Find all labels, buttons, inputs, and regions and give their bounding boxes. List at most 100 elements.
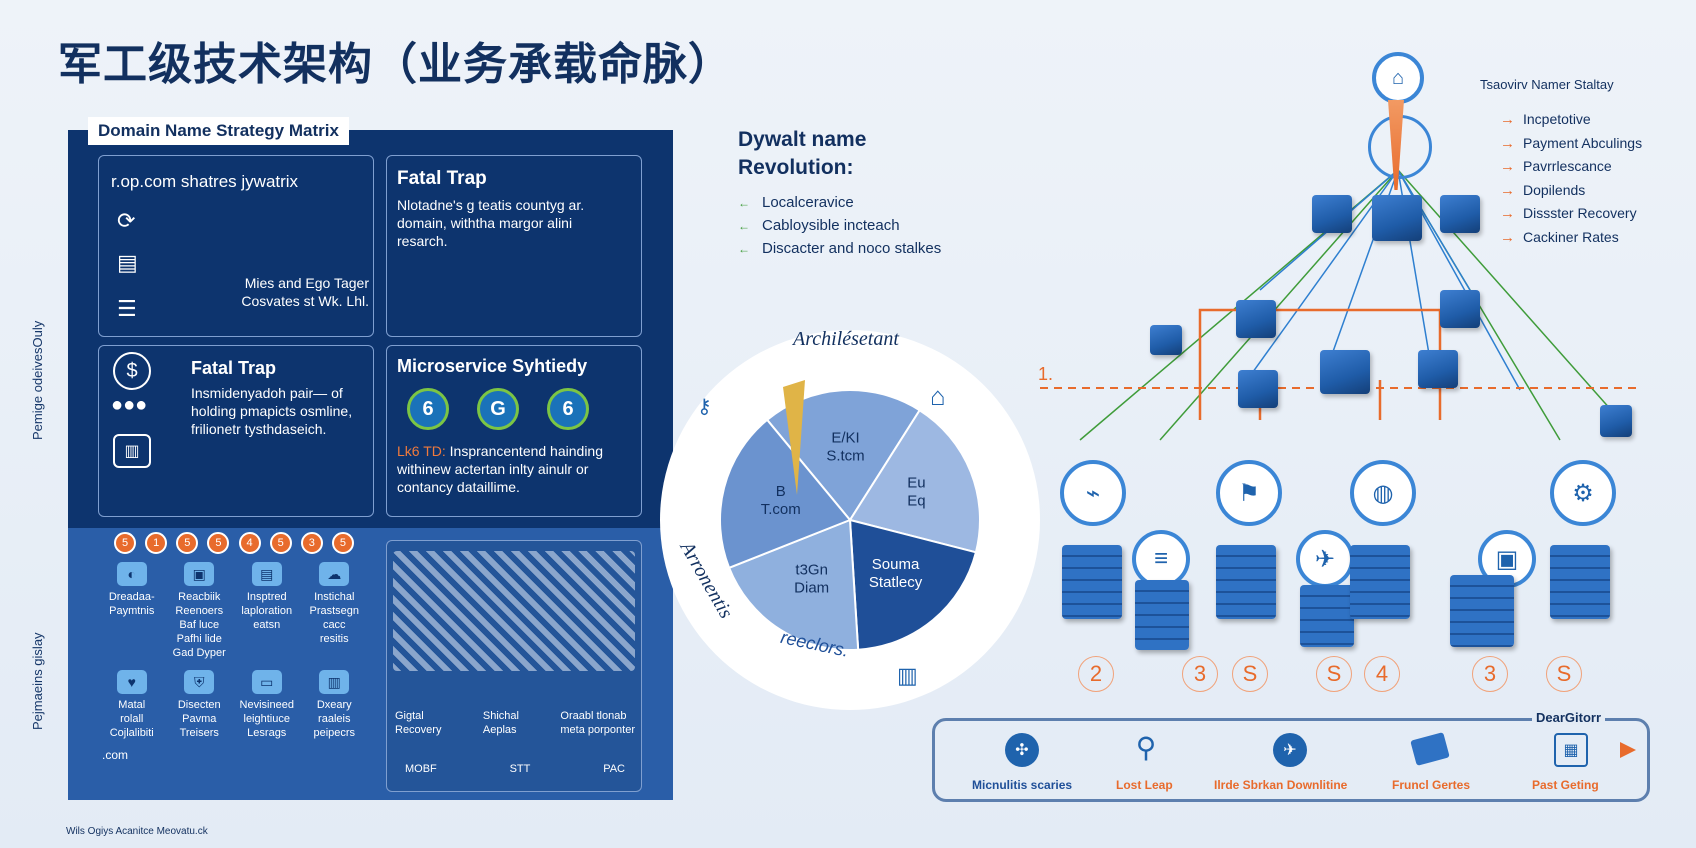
arrow-right-icon: → (1500, 158, 1515, 175)
list-icon: ≡ (1132, 530, 1190, 588)
number-dot: 3 (300, 532, 323, 554)
corner-number: 1. (1038, 364, 1053, 384)
badge-1: 6 (407, 388, 449, 430)
bar-chart-icon: ▥ (897, 663, 918, 688)
matrix-title: Domain Name Strategy Matrix (88, 117, 349, 145)
core-cube (1372, 195, 1422, 241)
cube (1440, 195, 1480, 233)
badge-2: G (477, 388, 519, 430)
server-rack (1135, 580, 1189, 650)
tag: STT (509, 763, 531, 775)
bird-icon: ✈ (1273, 733, 1307, 767)
pipeline-arrow-icon (1620, 742, 1636, 758)
step-number: S (1316, 656, 1352, 692)
grid-item: ▤ Insptred laploration eatsn (233, 562, 301, 660)
pipeline-step-label: Ilrde Sbrkan Downlitine (1214, 778, 1348, 792)
list-item: Dissster Recovery (1523, 205, 1637, 221)
matrix-top-section (68, 130, 673, 528)
cube (1320, 350, 1370, 394)
list-item: Pavrrlescance (1523, 158, 1612, 174)
card-heading: Fatal Trap (397, 168, 487, 189)
cloud-icon: ☁ (319, 562, 350, 586)
monitor-icon: ▭ (251, 670, 282, 694)
bird-icon: ✈ (1296, 530, 1354, 588)
heart-icon: ♥ (116, 670, 147, 694)
grid-item: ▣Reacbiik Reenoers Baf luce Pafhi lide G… (166, 562, 234, 660)
grid-item-label: Reacbiik Reenoers Baf luce Pafhi lide Ga… (172, 591, 226, 659)
flag-icon: ⚑ (1216, 460, 1282, 526)
list-item: Incpetotive (1523, 111, 1591, 127)
footer-tags: MOBF STT PAC (405, 763, 625, 775)
shield-icon: ⛨ (184, 670, 215, 694)
server-rack (1216, 545, 1276, 619)
home-icon: ⌂ (1372, 52, 1424, 104)
card-heading: r.op.com shatres jywatrix (111, 172, 299, 191)
wifi-icon: ⌁ (1060, 460, 1126, 526)
step-number: 4 (1364, 656, 1400, 692)
pipeline-tag: DearGitorr (1532, 710, 1606, 725)
server-rack (1062, 545, 1122, 619)
pie-top-label: Archilésetant (791, 328, 899, 350)
building-icon: ⌂ (930, 381, 946, 411)
card-note: Mies and Ego Tager Cosvates st Wk. Lhl. (241, 275, 369, 309)
list-item: Dopilends (1523, 181, 1586, 198)
body-prefix: Lk6 TD: (397, 443, 446, 459)
matrix-card-fatal-trap-2: $ ●●● ▥ Fatal Trap Insmidenyadoh pair— o… (98, 345, 374, 517)
chart-icon: ▥ (319, 670, 350, 694)
columns-icon: ▥ (113, 434, 151, 468)
arrow-right-icon: → (1500, 134, 1515, 152)
matrix-card-fatal-trap-1: Fatal Trap Nlotadne's g teatis countyg a… (386, 155, 642, 337)
recovery-label: Shichal Aeplas (482, 710, 519, 736)
step-number: S (1546, 656, 1582, 692)
grid-item-label: Dreadaa- Paymtnis (108, 591, 155, 617)
pattern-image (393, 551, 635, 671)
cube (1238, 370, 1278, 408)
cube (1236, 300, 1276, 338)
grid-item: ◐Dreadaa- Paymtnis (98, 562, 166, 660)
number-dot: 5 (114, 532, 136, 554)
bullet-text: Discacter and noco stalkes (762, 240, 942, 257)
list-item: Cackiner Rates (1523, 228, 1619, 245)
server-rack (1350, 545, 1410, 619)
bullet-text: Cabloysible incteach (762, 217, 900, 234)
dotcom-label: .com (102, 748, 129, 762)
pie-slices (719, 389, 981, 651)
feature-grid: ◐Dreadaa- Paymtnis ▣Reacbiik Reenoers Ba… (98, 562, 368, 740)
pie-slice (727, 518, 860, 651)
revolution-bullets: ←Localceravice ←Cabloysible incteach ←Di… (738, 194, 941, 257)
cube (1418, 350, 1458, 388)
footer-text: Wils Ogiys Acanitce Meovatu.ck (66, 826, 208, 837)
number-dot: 5 (207, 532, 230, 554)
strategy-matrix-panel: r.op.com shatres jywatrix ⟳ ▤ ☰ Mies and… (68, 130, 673, 800)
grid-item: ⛨Disecten Pavma Treisers (166, 670, 234, 740)
grid-item-label: Instichal Prastsegn cacc resitis (309, 591, 360, 645)
pipeline-step-label: Micnulitis scaries (972, 778, 1073, 792)
badge-3: 6 (547, 388, 589, 430)
matrix-card-microservice: Microservice Syhtiedy 6 G 6 Lk6 TD: Insp… (386, 345, 642, 517)
grid-item-label: Matal rolall Cojlalibiti (109, 699, 154, 739)
cube (1150, 325, 1182, 355)
feature-icon: ▤ (251, 562, 282, 586)
grid-item-label: Insptred laploration eatsn (241, 591, 293, 631)
number-dot: 1 (145, 532, 168, 554)
scatter-icon: ✣ (1005, 733, 1039, 767)
arrow-right-icon: → (1500, 111, 1515, 128)
dots-icon: ●●● (111, 394, 148, 416)
side-label-top: Pemige odeivesOuly (30, 320, 45, 440)
arrow-right-icon: → (1500, 205, 1515, 222)
cube (1440, 290, 1480, 328)
grid-item: ▥ Dxeary raaleis peipecrs (301, 670, 369, 740)
cube (1312, 195, 1352, 233)
server-rack (1550, 545, 1610, 619)
number-dot: 5 (269, 532, 292, 554)
abacus-icon: ▦ (1554, 733, 1588, 767)
card-heading: Fatal Trap (191, 358, 277, 378)
pipeline-step-label: Past Geting (1532, 778, 1599, 792)
matrix-card-stats: r.op.com shatres jywatrix ⟳ ▤ ☰ Mies and… (98, 155, 374, 337)
key-icon: ⚷ (697, 396, 712, 418)
grid-item-label: Dxeary raaleis peipecrs (313, 699, 356, 739)
recovery-card: Gigtal Recovery Shichal Aeplas Oraabl tl… (386, 540, 642, 792)
card-body: Lk6 TD: Insprancentend hainding withinew… (397, 442, 603, 496)
